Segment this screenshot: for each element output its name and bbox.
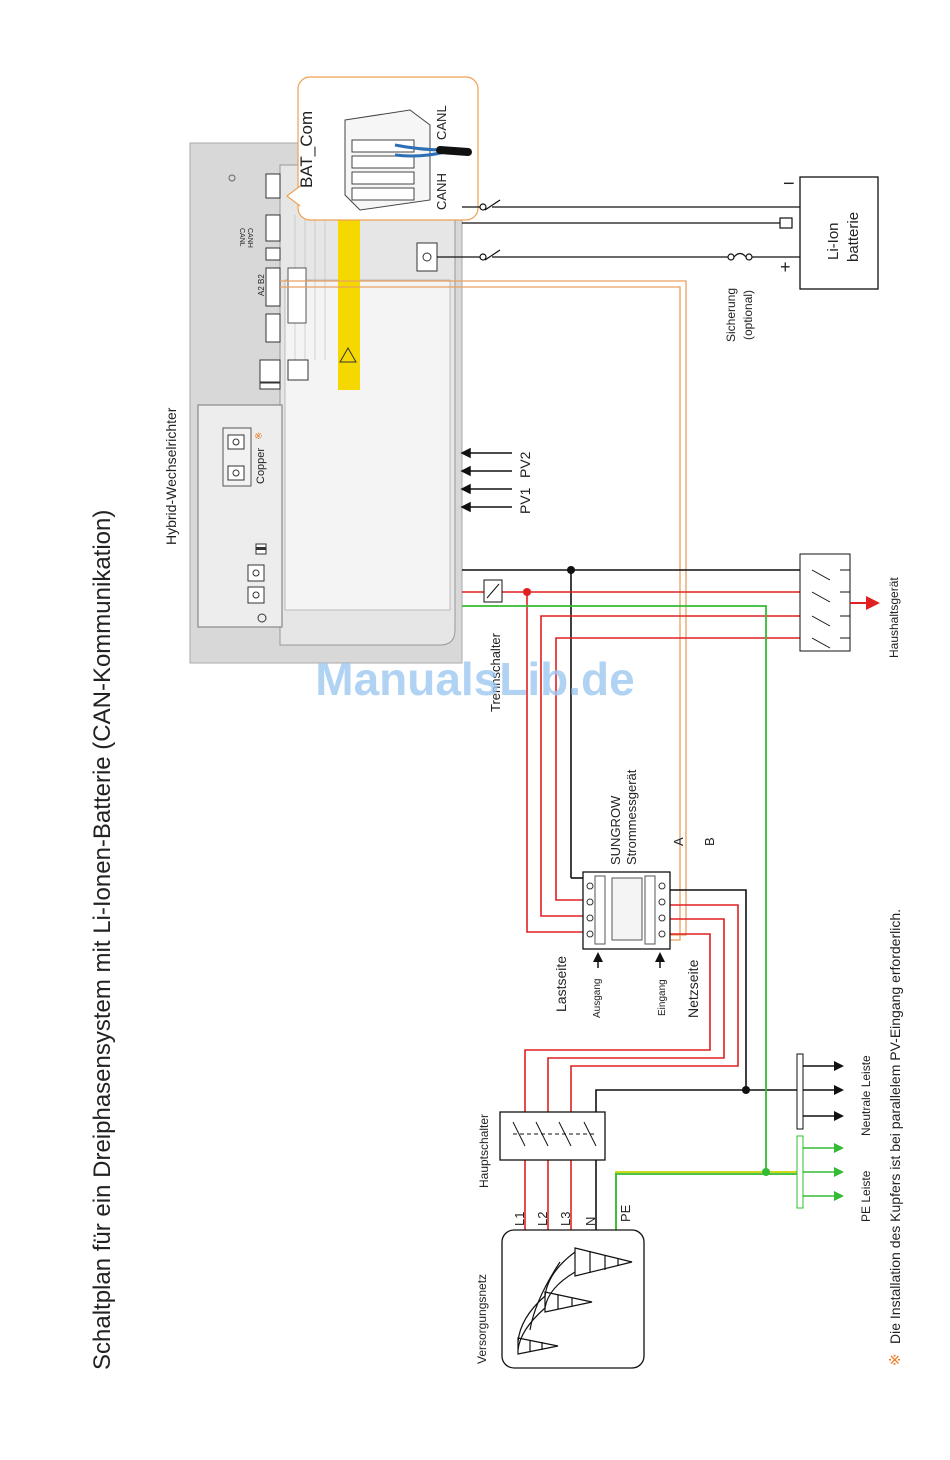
footnote-text: Die Installation des Kupfers ist bei par… bbox=[887, 909, 903, 1344]
output-label: Ausgang bbox=[592, 979, 603, 1018]
input-label: Eingang bbox=[657, 979, 668, 1016]
pv1-label: PV1 bbox=[517, 487, 533, 514]
battery-minus: − bbox=[783, 173, 795, 195]
pe-busbar bbox=[796, 1135, 844, 1209]
phase-wiring bbox=[462, 591, 800, 1230]
household-switch bbox=[799, 553, 851, 652]
ground-screw bbox=[257, 613, 267, 623]
meter-name: Strommessgerät bbox=[624, 769, 639, 865]
meter-a-label: A bbox=[671, 837, 686, 846]
main-switch-label: Hauptschalter bbox=[477, 1114, 491, 1188]
utility-grid bbox=[501, 1229, 645, 1369]
pv2-label: PV2 bbox=[517, 451, 533, 478]
phase-label-l3: L3 bbox=[558, 1212, 573, 1226]
canh-label: CANH bbox=[246, 228, 253, 248]
load-side-label: Lastseite bbox=[553, 956, 569, 1012]
connector bbox=[247, 586, 265, 604]
battery-label-line1: Li-Ion bbox=[825, 222, 842, 260]
disconnector-switch bbox=[483, 579, 503, 603]
screw-icon bbox=[228, 174, 236, 182]
canl-label: CANL bbox=[238, 228, 245, 247]
hybrid-inverter: Copper ※ CANH CANL A2 B2 bbox=[189, 142, 463, 664]
can-terminal bbox=[265, 214, 281, 242]
a2b2-terminal bbox=[265, 267, 281, 307]
warning-icon bbox=[339, 346, 357, 363]
li-ion-battery: Li-Ion batterie − + bbox=[780, 173, 879, 290]
port bbox=[259, 359, 281, 383]
household-label: Haushaltsgerät bbox=[887, 577, 901, 658]
inverter-label: Hybrid-Wechselrichter bbox=[163, 407, 179, 545]
ethernet-port bbox=[287, 359, 309, 381]
neutral-busbar bbox=[796, 1053, 844, 1130]
pe-wiring bbox=[462, 605, 800, 1230]
phase-label-pe: PE bbox=[618, 1204, 633, 1222]
warning-strip bbox=[338, 210, 360, 390]
terminal-block bbox=[265, 247, 281, 261]
grid-side-label: Netzseite bbox=[685, 959, 701, 1018]
phase-label-l2: L2 bbox=[535, 1212, 550, 1226]
meter-b-label: B bbox=[702, 837, 717, 846]
terminal-block bbox=[265, 173, 281, 199]
svg-text:Schaltplan für ein Dreiphasens: Schaltplan für ein Dreiphasensystem mit … bbox=[89, 510, 116, 1370]
battery-label-line2: batterie bbox=[845, 212, 862, 262]
pe-busbar-label: PE Leiste bbox=[859, 1170, 873, 1222]
terminal-block bbox=[287, 267, 307, 324]
battery-wiring bbox=[437, 199, 800, 261]
arrow-up-icon bbox=[593, 952, 603, 968]
callout-canh-label: CANH bbox=[434, 173, 449, 210]
battery-plus: + bbox=[780, 257, 791, 277]
arrow-up-icon bbox=[655, 952, 665, 968]
pv-inputs bbox=[460, 447, 512, 513]
copper-label: Copper bbox=[255, 448, 267, 484]
phase-label-l1: L1 bbox=[512, 1212, 527, 1226]
bat-com-callout: BAT_Com CANH CANL bbox=[286, 76, 479, 221]
main-switch bbox=[499, 1111, 606, 1161]
disconnector-label: Trennschalter bbox=[488, 632, 503, 712]
callout-canl-label: CANL bbox=[434, 105, 449, 140]
fuse-label-line2: (optional) bbox=[741, 290, 755, 340]
terminal-block bbox=[265, 313, 281, 343]
connector bbox=[247, 564, 265, 582]
copper-mark: ※ bbox=[254, 432, 265, 440]
fuse-label-line1: Sicherung bbox=[724, 288, 738, 342]
phase-label-n: N bbox=[583, 1217, 598, 1226]
a2b2-label: A2 B2 bbox=[257, 274, 266, 296]
diagram-title: Schaltplan für ein Dreiphasensystem mit … bbox=[89, 510, 116, 1370]
footnote-mark: ※ bbox=[887, 1353, 904, 1366]
sungrow-meter bbox=[582, 871, 671, 950]
meter-brand: SUNGROW bbox=[608, 795, 623, 865]
watermark: ManualsLib.de bbox=[315, 653, 634, 705]
grid-label: Versorgungsnetz bbox=[475, 1274, 489, 1364]
neutral-busbar-label: Neutrale Leiste bbox=[859, 1055, 873, 1136]
arrow-right-icon bbox=[850, 596, 880, 610]
power-tower-icon bbox=[517, 1247, 633, 1355]
battery-connector bbox=[416, 242, 438, 272]
bat-com-label: BAT_Com bbox=[297, 111, 316, 188]
